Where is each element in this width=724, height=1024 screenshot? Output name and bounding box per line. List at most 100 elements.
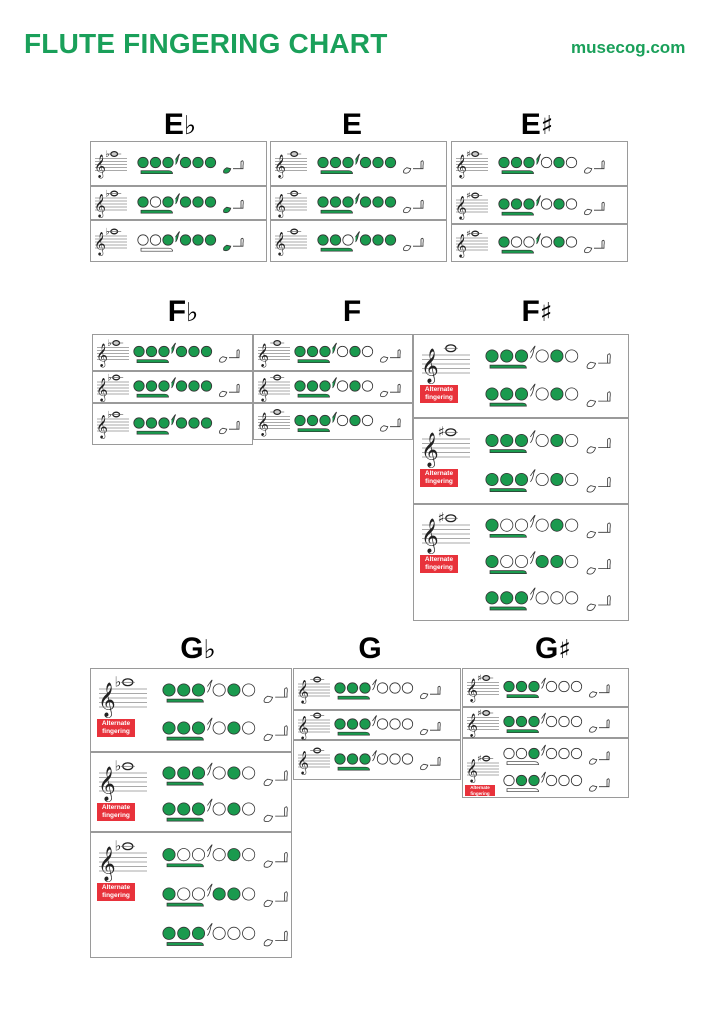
key (212, 721, 226, 735)
cell-graphic: 𝄞 (274, 228, 424, 256)
lever-key (530, 383, 536, 397)
key (179, 234, 192, 246)
fingering-cell: 𝄞♯Alternate fingering (413, 418, 629, 504)
key (535, 591, 549, 605)
flat-icon: ♭ (183, 111, 197, 141)
key (177, 721, 191, 735)
key (528, 774, 540, 787)
pinky-key (586, 485, 597, 493)
thumb-key (297, 393, 330, 398)
fingering-diagram (294, 377, 401, 398)
fingering-cell: 𝄞♯ (462, 668, 629, 707)
thumb-key (489, 570, 527, 574)
pinky-key (420, 763, 429, 771)
fingering-diagram (485, 345, 611, 370)
cell-graphic: 𝄞♭ (94, 228, 244, 256)
key (346, 718, 359, 730)
key (212, 802, 226, 816)
sharp-icon: ♯ (438, 424, 445, 440)
pinky-key (219, 427, 228, 435)
key (319, 345, 331, 358)
fingering-cell: 𝄞 (270, 141, 447, 186)
key (514, 518, 529, 532)
fingering-diagram (317, 153, 424, 175)
pinky-key (584, 167, 593, 174)
lever-key (355, 231, 360, 243)
fingering-diagram (485, 430, 611, 454)
key (319, 380, 331, 392)
foot-key (599, 684, 610, 694)
treble-clef-icon: 𝄞 (94, 153, 106, 178)
key (137, 196, 149, 208)
site-link[interactable]: musecog.com (571, 38, 686, 57)
cell-graphic: 𝄞♯ (455, 230, 605, 258)
flat-icon: ♭ (203, 635, 216, 665)
treble-clef-icon: 𝄞 (98, 683, 116, 719)
note-letter: E (341, 108, 362, 141)
foot-key (275, 891, 288, 902)
fingering-diagram (485, 551, 611, 575)
thumb-key (140, 247, 173, 252)
cell-graphic: 𝄞♯ (455, 150, 605, 178)
key (500, 554, 514, 569)
key (535, 472, 549, 487)
key (528, 715, 540, 728)
note-heading-eb: E♭ (150, 108, 210, 142)
treble-clef-icon: 𝄞 (297, 750, 309, 775)
key (558, 774, 570, 787)
key (372, 156, 384, 169)
foot-key (598, 476, 611, 488)
key (242, 721, 256, 735)
key (242, 802, 256, 816)
key (227, 926, 241, 940)
flat-icon: ♭ (115, 674, 122, 690)
key (545, 715, 558, 728)
fingering-diagram (162, 883, 288, 908)
fingering-cell: 𝄞 (293, 740, 461, 780)
staff: 𝄞 (274, 190, 307, 218)
lever-key (536, 195, 541, 207)
key (177, 766, 191, 780)
thumb-key (297, 428, 330, 433)
foot-key (599, 719, 610, 729)
staff: 𝄞♭ (94, 228, 127, 256)
key (137, 234, 149, 246)
pinky-key (420, 692, 429, 700)
key (540, 156, 553, 169)
thumb-key (489, 364, 527, 369)
key (359, 682, 371, 694)
foot-key (275, 770, 288, 781)
lever-key (207, 679, 213, 693)
pinky-key (586, 603, 597, 611)
key (503, 774, 515, 787)
lever-key (207, 798, 213, 812)
foot-key (390, 418, 401, 428)
pinky-key (380, 390, 389, 398)
key (227, 683, 241, 697)
key (294, 414, 306, 427)
treble-clef-icon: 𝄞 (257, 411, 269, 436)
staff: 𝄞 (297, 712, 330, 740)
fingering-diagram (162, 844, 288, 868)
lever-key (530, 551, 536, 565)
key (550, 472, 564, 487)
staff: 𝄞♭ (98, 838, 147, 883)
fingering-cell: 𝄞 (270, 186, 447, 220)
staff: 𝄞♭ (94, 150, 127, 178)
staff: 𝄞♯ (466, 674, 499, 702)
fingering-diagram (162, 762, 288, 787)
pinky-key (586, 399, 597, 408)
thumb-key (506, 761, 539, 766)
cell-graphic: 𝄞♭ (94, 190, 244, 218)
cell-graphic: 𝄞 (274, 151, 424, 178)
key (514, 349, 529, 363)
treble-clef-icon: 𝄞 (257, 342, 269, 367)
foot-key (275, 852, 288, 863)
key (212, 848, 226, 862)
key (204, 196, 217, 208)
key (535, 554, 549, 569)
key (334, 753, 346, 765)
fingering-diagram (137, 153, 244, 175)
thumb-key (166, 902, 204, 907)
foot-key (430, 756, 441, 766)
